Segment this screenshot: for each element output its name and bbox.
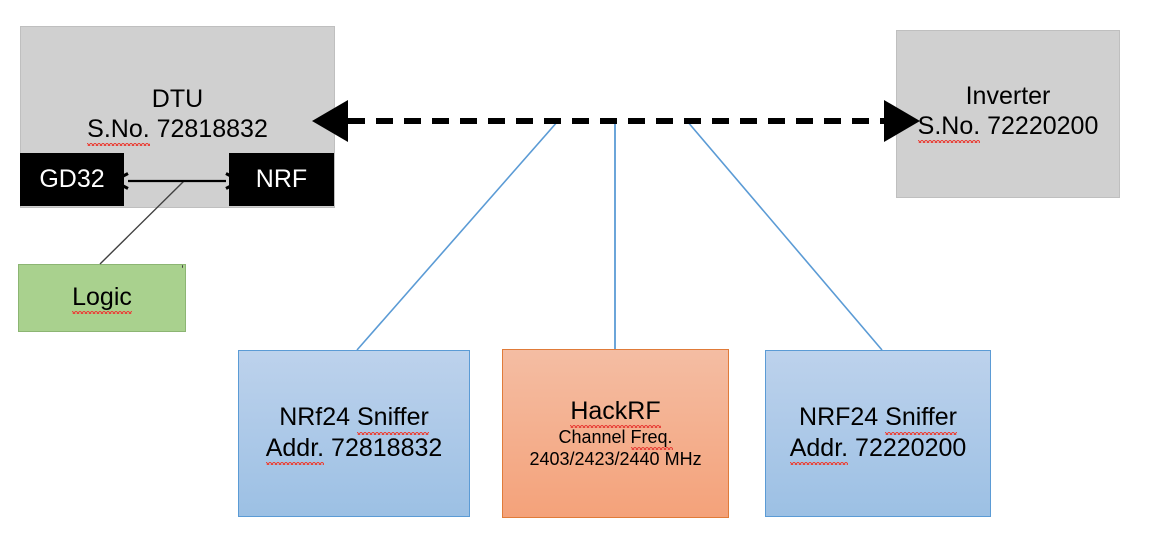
inverter-serial-value: 72220200 [987, 111, 1099, 140]
connector-tap-left-sniffer [356, 120, 559, 351]
dtu-serial: S.No. 72818832 [87, 115, 268, 146]
gd32-label: GD32 [39, 165, 105, 193]
node-inverter[interactable]: Inverter S.No. 72220200 [896, 30, 1120, 198]
sniffer-left-addr: Addr. 72818832 [265, 433, 443, 465]
node-logic-analyzer[interactable]: Logic [18, 264, 186, 332]
node-sniffer-left[interactable]: NRf24 Sniffer Addr. 72818832 [238, 350, 470, 517]
hackrf-sub1-text: Freq. [630, 427, 673, 451]
nrf-label: NRF [255, 165, 308, 193]
hackrf-title: HackRF [570, 397, 661, 428]
node-gd32[interactable]: GD32 [20, 153, 124, 206]
node-hackrf[interactable]: HackRF Channel Freq. 2403/2423/2440 MHz [502, 349, 729, 518]
sniffer-right-title-text: Sniffer [885, 403, 957, 434]
inverter-title: Inverter [965, 82, 1051, 110]
sniffer-right-title: NRF24 Sniffer [799, 403, 957, 434]
sniffer-left-addr-prefix: Addr. [265, 434, 325, 465]
dtu-serial-value: 72818832 [156, 114, 268, 143]
sniffer-left-title-text: Sniffer [357, 403, 429, 434]
inverter-serial-prefix: S.No. [917, 112, 980, 143]
node-nrf[interactable]: NRF [229, 153, 334, 206]
connector-tap-right-sniffer [686, 120, 883, 351]
logic-label-text: Logic [72, 283, 132, 314]
sniffer-right-addr: Addr. 72220200 [789, 433, 967, 465]
hackrf-title-text: HackRF [570, 397, 661, 428]
dtu-serial-prefix: S.No. [87, 115, 150, 146]
sniffer-left-title: NRf24 Sniffer [279, 403, 429, 434]
hackrf-sub1: Channel Freq. [558, 427, 673, 451]
hackrf-sub2: 2403/2423/2440 MHz [529, 449, 702, 470]
sniffer-right-addr-value: 72220200 [855, 433, 967, 462]
inverter-serial: S.No. 72220200 [917, 111, 1099, 143]
sniffer-left-addr-value: 72818832 [331, 433, 443, 462]
node-sniffer-right[interactable]: NRF24 Sniffer Addr. 72220200 [765, 350, 991, 517]
dtu-title: DTU [151, 85, 204, 113]
logic-label: Logic [72, 283, 132, 314]
sniffer-right-addr-prefix: Addr. [789, 434, 849, 465]
